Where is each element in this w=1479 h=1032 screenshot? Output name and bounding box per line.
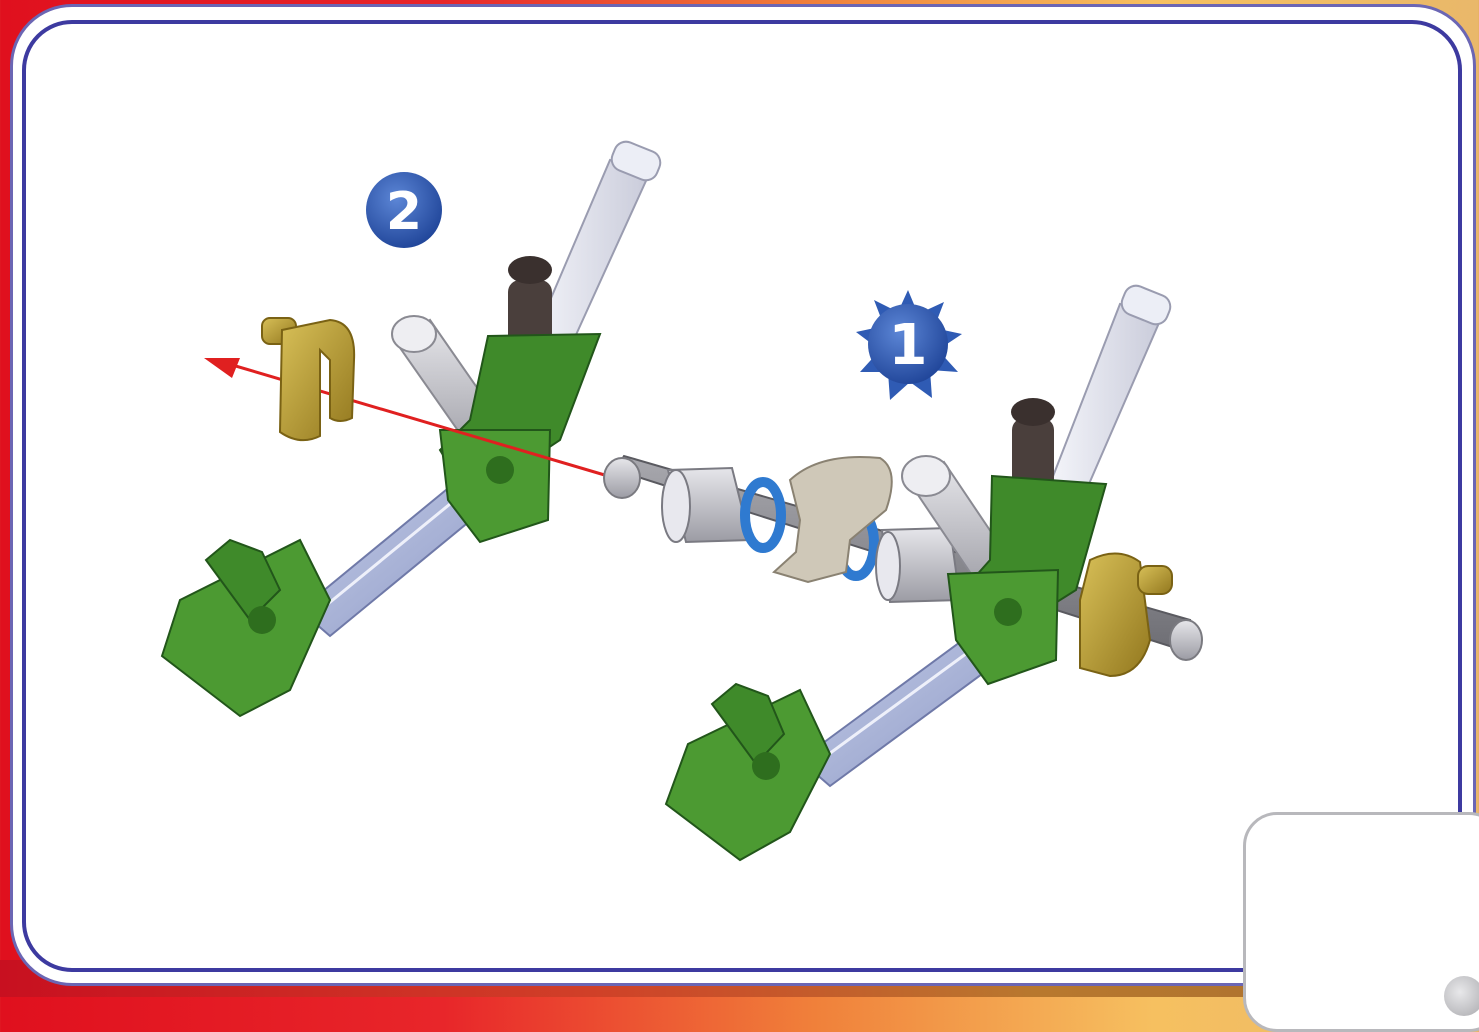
step-2-badge: 2 [366, 172, 442, 248]
step-1-label: 1 [889, 313, 928, 378]
right-leg-assembly [664, 284, 1173, 862]
gold-clip-loose [261, 317, 356, 442]
left-leg-assembly [160, 140, 662, 718]
step-1-badge: 1 [856, 290, 962, 400]
step-2-label: 2 [386, 182, 422, 242]
next-panel-corner [1243, 812, 1479, 1032]
assembly-diagram: 2 1 [160, 140, 1203, 862]
